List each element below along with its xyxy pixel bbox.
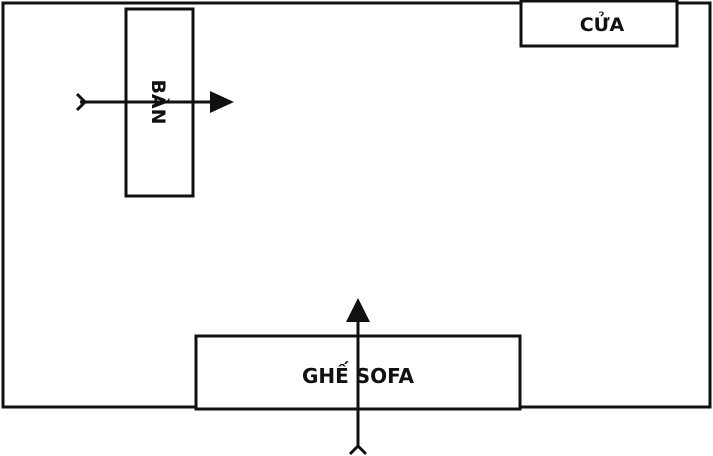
- table-arrow: [75, 91, 234, 113]
- sofa-arrow: [346, 298, 370, 456]
- table-arrow-tail: [75, 92, 88, 112]
- door-label: CỬA: [580, 11, 625, 36]
- door-block: CỬA: [519, 0, 679, 48]
- door-box: [519, 0, 679, 48]
- sofa-arrow-head: [346, 298, 370, 322]
- sofa-arrow-tail: [348, 443, 368, 456]
- table-arrow-head: [210, 91, 234, 113]
